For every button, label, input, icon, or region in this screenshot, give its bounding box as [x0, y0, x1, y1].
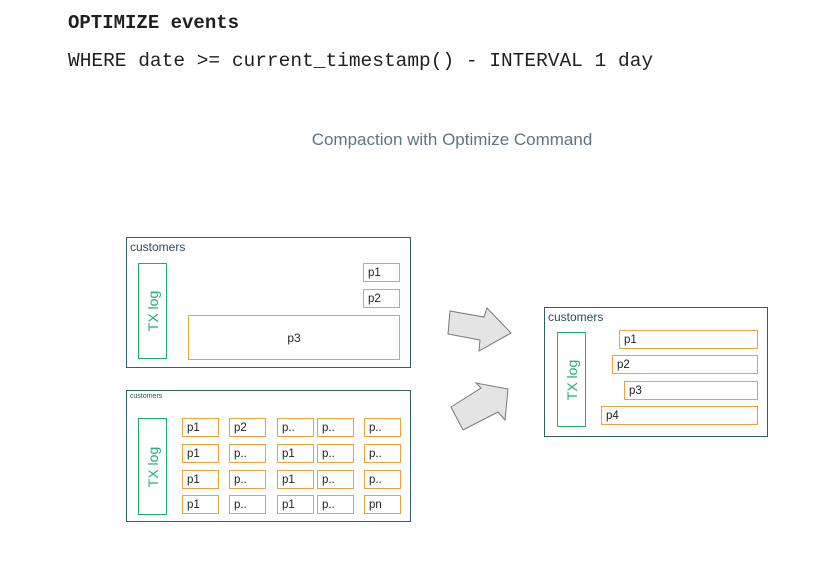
- grid-partition: p1: [182, 444, 219, 463]
- partition-p2: p2: [363, 289, 400, 308]
- panel-label: customers: [130, 240, 186, 254]
- code-line-where: WHERE date >= current_timestamp() - INTE…: [68, 50, 654, 72]
- grid-partition: p..: [364, 444, 401, 463]
- grid-partition: pn: [364, 495, 401, 514]
- diagram-title: Compaction with Optimize Command: [311, 130, 593, 149]
- grid-partition: p1: [182, 418, 219, 437]
- grid-partition: p1: [182, 470, 219, 489]
- grid-partition: p..: [364, 418, 401, 437]
- grid-partition: p..: [317, 418, 354, 437]
- grid-partition: p1: [277, 470, 314, 489]
- grid-partition: p1: [182, 495, 219, 514]
- grid-partition: p..: [229, 444, 266, 463]
- grid-partition: p..: [364, 470, 401, 489]
- tx-log-box: TX log: [138, 418, 167, 515]
- tx-log-box: TX log: [557, 332, 586, 427]
- grid-partition: p..: [229, 470, 266, 489]
- panel-customers-result: customers TX log p1 p2 p3 p4: [544, 307, 768, 437]
- grid-partition: p2: [229, 418, 266, 437]
- arrow-up-right-icon: [450, 382, 509, 431]
- panel-label: customers: [548, 310, 604, 324]
- partition-p2: p2: [612, 355, 758, 374]
- partition-p1: p1: [619, 330, 758, 349]
- grid-partition: p..: [317, 444, 354, 463]
- grid-partition: p1: [277, 495, 314, 514]
- grid-partition: p..: [277, 418, 314, 437]
- grid-partition: p1: [277, 444, 314, 463]
- partition-p1: p1: [363, 263, 400, 282]
- partition-p3: p3: [624, 381, 758, 400]
- partition-p4: p4: [601, 406, 758, 425]
- grid-partition: p..: [229, 495, 266, 514]
- grid-partition: p..: [317, 495, 354, 514]
- panel-customers-top: customers TX log p1 p2 p3: [126, 237, 411, 368]
- partition-p3: p3: [188, 315, 400, 360]
- grid-partition: p..: [317, 470, 354, 489]
- code-line-optimize: OPTIMIZE events: [68, 12, 240, 34]
- arrow-right-icon: [447, 307, 512, 352]
- tx-log-box: TX log: [138, 263, 167, 359]
- panel-label: customers: [130, 393, 163, 400]
